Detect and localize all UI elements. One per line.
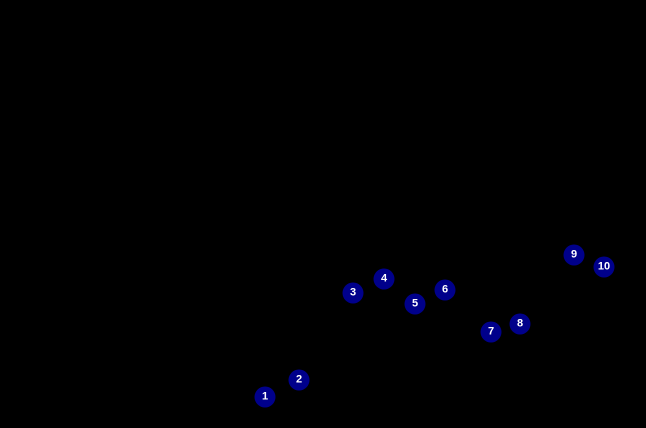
numbered-marker-5[interactable]: 5 xyxy=(404,293,426,315)
numbered-marker-9[interactable]: 9 xyxy=(563,244,585,266)
numbered-marker-4[interactable]: 4 xyxy=(373,268,395,290)
numbered-marker-3[interactable]: 3 xyxy=(342,282,364,304)
numbered-marker-1[interactable]: 1 xyxy=(254,386,276,408)
numbered-marker-7[interactable]: 7 xyxy=(480,321,502,343)
numbered-marker-2[interactable]: 2 xyxy=(288,369,310,391)
numbered-marker-8[interactable]: 8 xyxy=(509,313,531,335)
numbered-marker-6[interactable]: 6 xyxy=(434,279,456,301)
numbered-marker-10[interactable]: 10 xyxy=(593,256,615,278)
